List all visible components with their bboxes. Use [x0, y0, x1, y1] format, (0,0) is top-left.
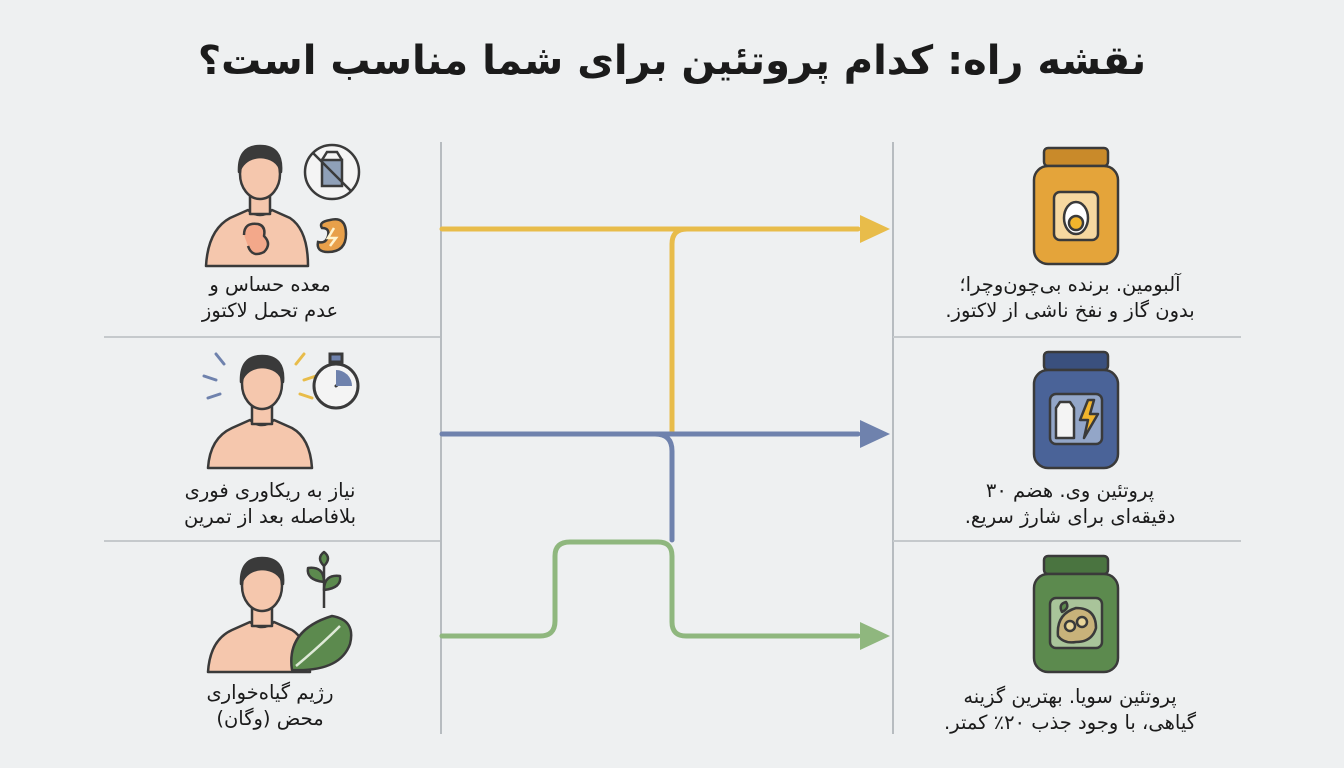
soy-jar-bean-icon [1032, 554, 1120, 674]
need-label-sensitive-stomach: معده حساس و عدم تحمل لاکتوز [201, 273, 339, 322]
yellow-branch-line [669, 226, 690, 435]
whey-jar-milk-lightning-icon [1032, 350, 1120, 470]
protein-label-albumin: آلبومین. برنده بی‌چون‌وچرا؛ بدون گاز و ن… [945, 273, 1195, 322]
row-divider-1-right [893, 336, 1241, 338]
person-stomach-no-milk-icon [204, 143, 361, 268]
page-title: نقشه راه: کدام پروتئین برای شما مناسب اس… [197, 38, 1147, 84]
person-stopwatch-icon [202, 352, 360, 470]
arrowhead-whey [860, 420, 890, 448]
arrowhead-albumin [860, 215, 890, 243]
need-label-fast-recovery: نیاز به ریکاوری فوری بلافاصله بعد از تمر… [183, 479, 357, 528]
arrowhead-soy [860, 622, 890, 650]
protein-label-whey: پروتئین وی. هضم ۳۰ دقیقه‌ای برای شارژ سر… [964, 479, 1176, 528]
green-connection-line [439, 539, 861, 639]
row-divider-2-left [104, 540, 440, 542]
row-divider-1-left [104, 336, 440, 338]
protein-label-soy: پروتئین سویا. بهترین گزینه گیاهی، با وجو… [943, 685, 1196, 734]
need-label-vegan-diet: رژیم گیاه‌خواری محض (وگان) [206, 681, 334, 730]
person-leaf-icon [206, 550, 353, 674]
row-divider-2-right [893, 540, 1241, 542]
blue-branch-line [652, 431, 675, 543]
albumin-jar-egg-icon [1032, 146, 1120, 266]
right-column-divider [892, 142, 894, 734]
left-column-divider [440, 142, 442, 734]
